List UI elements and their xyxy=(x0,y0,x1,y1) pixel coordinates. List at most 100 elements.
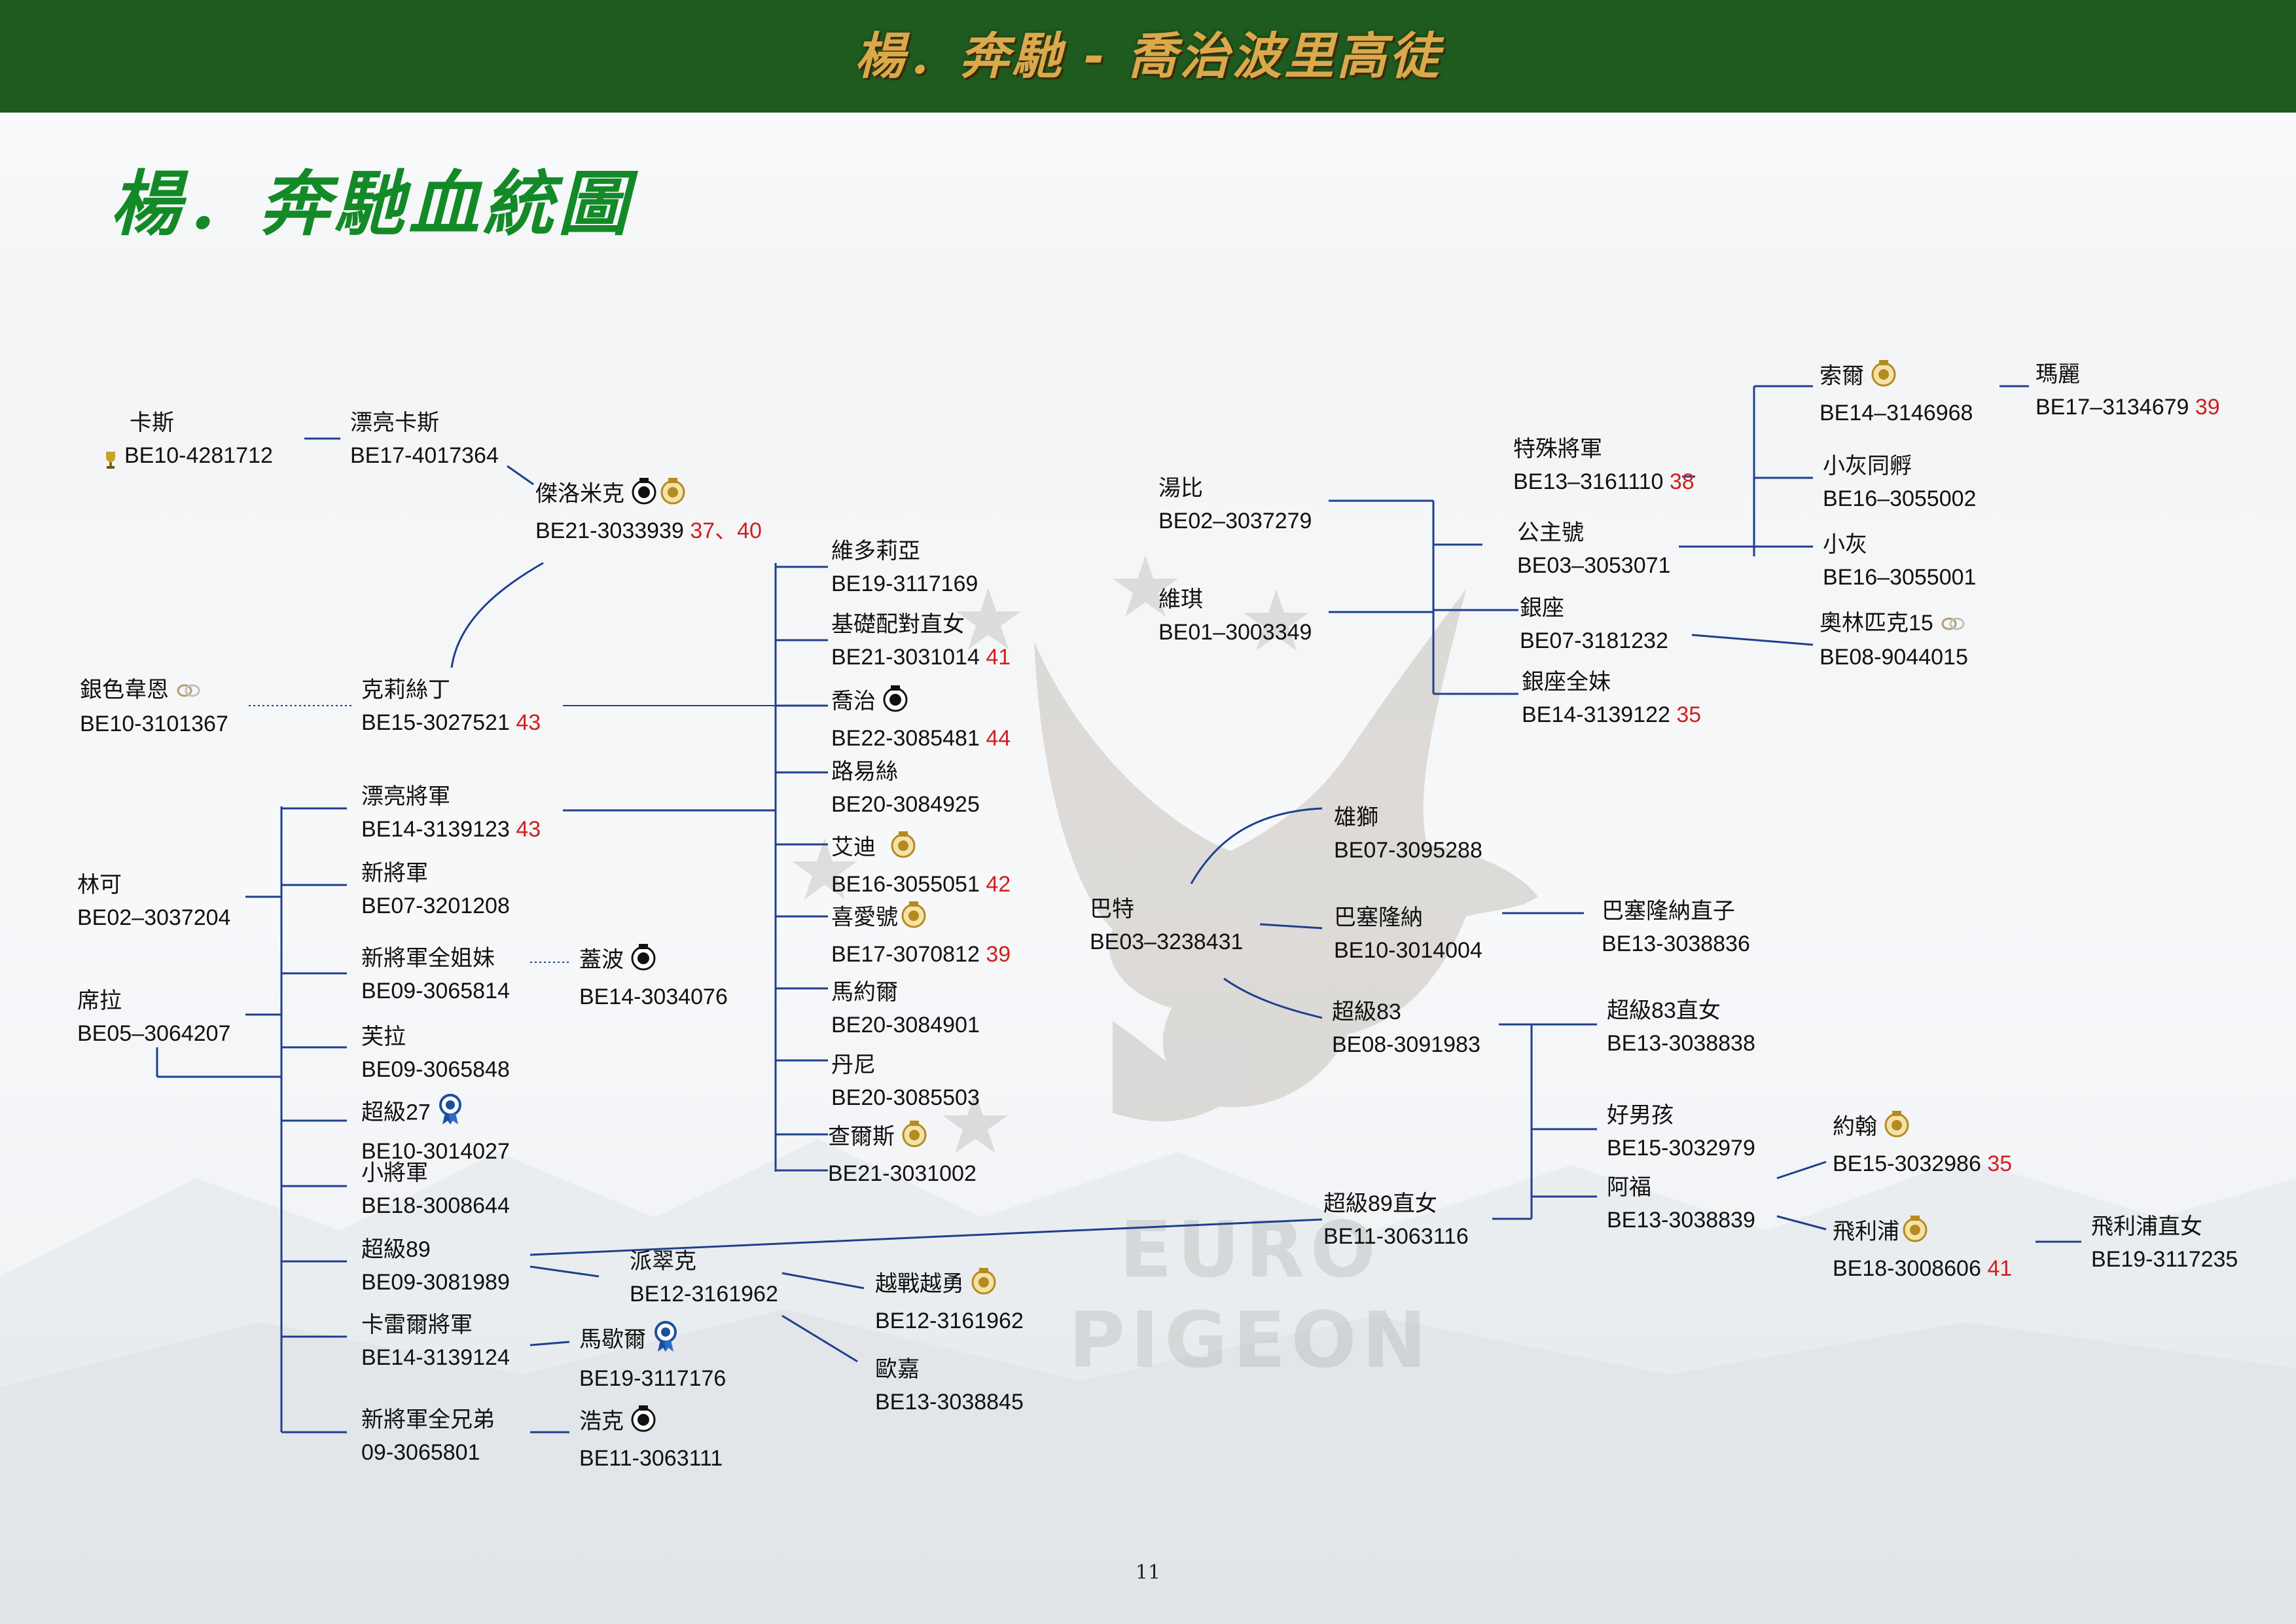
pigeon-name: 歐嘉 xyxy=(875,1357,920,1382)
pedigree-node: 艾迪 BE16-3055051 42 xyxy=(831,830,1011,900)
black-medal-icon xyxy=(630,1404,656,1441)
pedigree-node: 超級27 BE10-3014027 xyxy=(361,1093,510,1167)
pedigree-node: 林可 BE02–3037204 xyxy=(77,869,230,933)
gold-medal-icon xyxy=(890,830,916,867)
ring-number: BE12-3161962 xyxy=(875,1308,1024,1333)
ring-number: BE07-3095288 xyxy=(1334,838,1482,863)
ring-number: BE20-3085503 xyxy=(831,1085,980,1110)
ring-number: BE10-3014004 xyxy=(1334,938,1482,963)
pedigree-node: 瑪麗 BE17–3134679 39 xyxy=(2036,359,2220,423)
pigeon-name: 特殊將軍 xyxy=(1513,437,1602,461)
gold-medal-icon xyxy=(901,900,927,937)
gold-medal-icon xyxy=(1871,359,1897,396)
pigeon-name: 巴塞隆納 xyxy=(1334,905,1423,930)
pedigree-node: 馬歇爾 BE19-3117176 xyxy=(579,1320,726,1394)
ring-number: 09-3065801 xyxy=(361,1440,480,1465)
pigeon-name: 超級83 xyxy=(1332,1000,1401,1024)
pigeon-name: 路易絲 xyxy=(831,759,898,784)
pigeon-name: 新將軍 xyxy=(361,861,428,886)
ring-number: BE18-3008606 xyxy=(1833,1256,1981,1281)
pigeon-name: 卡斯 xyxy=(130,410,174,435)
pedigree-node: 超級89 BE09-3081989 xyxy=(361,1234,510,1298)
ring-number: BE15-3032979 xyxy=(1607,1136,1755,1161)
pedigree-node: 巴塞隆納 BE10-3014004 xyxy=(1334,902,1482,966)
pigeon-name: 奧林匹克15 xyxy=(1820,611,1933,636)
ring-number: BE07-3181232 xyxy=(1520,628,1668,653)
race-number: 35 xyxy=(1670,702,1702,727)
ring-number: BE09-3081989 xyxy=(361,1270,510,1295)
ring-number: BE07-3201208 xyxy=(361,893,510,918)
gold-medal-icon xyxy=(971,1267,997,1304)
pigeon-name: 艾迪 xyxy=(831,835,876,860)
black-medal-icon xyxy=(630,943,656,980)
pigeon-name: 蓋波 xyxy=(579,947,624,973)
pigeon-name: 丹尼 xyxy=(831,1053,876,1077)
ring-number: BE12-3161962 xyxy=(630,1282,778,1307)
pedigree-node: 派翠克 BE12-3161962 xyxy=(630,1246,778,1310)
pedigree-node: 維琪 BE01–3003349 xyxy=(1158,584,1312,648)
pedigree-node: 湯比 BE02–3037279 xyxy=(1158,473,1312,537)
blue-rosette-icon xyxy=(437,1093,463,1134)
black-medal-icon xyxy=(631,477,657,514)
ring-number: BE13–3161110 xyxy=(1513,469,1664,494)
pigeon-name: 超級27 xyxy=(361,1100,431,1125)
pedigree-node: 查爾斯 BE21-3031002 xyxy=(828,1119,977,1189)
pigeon-name: 瑪麗 xyxy=(2036,362,2080,387)
pedigree-node: 阿福 BE13-3038839 xyxy=(1607,1172,1755,1236)
pedigree-node: 維多莉亞 BE19-3117169 xyxy=(831,535,978,600)
race-number: 39 xyxy=(2189,395,2220,420)
ring-icon xyxy=(1940,609,1966,640)
pigeon-name: 越戰越勇 xyxy=(875,1271,964,1297)
pigeon-name: 銀座 xyxy=(1520,596,1564,621)
pedigree-node: 好男孩 BE15-3032979 xyxy=(1607,1100,1755,1164)
ring-icon xyxy=(175,676,202,707)
pigeon-name: 芙拉 xyxy=(361,1024,406,1049)
page-title: 楊．奔馳血統圖 xyxy=(110,164,633,245)
page-number: 11 xyxy=(1135,1561,1161,1584)
pedigree-node: 蓋波 BE14-3034076 xyxy=(579,943,728,1013)
ring-number: BE10-3014027 xyxy=(361,1139,510,1164)
ring-number: BE14-3139124 xyxy=(361,1345,510,1370)
pigeon-name: 超級89 xyxy=(361,1237,431,1262)
pedigree-node: 席拉 BE05–3064207 xyxy=(77,985,230,1049)
ring-number: BE10-3101367 xyxy=(80,712,228,737)
ring-number: BE14–3146968 xyxy=(1820,401,1973,425)
ring-number: BE22-3085481 xyxy=(831,726,980,751)
ring-number: BE15-3027521 xyxy=(361,710,510,735)
pigeon-name: 好男孩 xyxy=(1607,1103,1674,1128)
pedigree-node: 銀色韋恩 BE10-3101367 xyxy=(80,674,228,740)
pigeon-name: 馬約爾 xyxy=(831,980,898,1005)
ring-number: BE05–3064207 xyxy=(77,1021,231,1046)
pigeon-name: 小灰 xyxy=(1823,532,1867,557)
race-number: 44 xyxy=(979,726,1011,751)
pigeon-name: 漂亮將軍 xyxy=(361,784,450,809)
pigeon-name: 小灰同孵 xyxy=(1823,454,1912,478)
pigeon-name: 飛利浦直女 xyxy=(2091,1214,2202,1239)
pedigree-node: 巴塞隆納直子 BE13-3038836 xyxy=(1602,895,1750,960)
ring-number: BE19-3117235 xyxy=(2091,1247,2238,1272)
pigeon-name: 新將軍全兄弟 xyxy=(361,1407,495,1432)
pedigree-node: 超級89直女 BE11-3063116 xyxy=(1323,1188,1469,1252)
pedigree-node: 丹尼 BE20-3085503 xyxy=(831,1049,980,1113)
ring-number: BE08-3091983 xyxy=(1332,1032,1480,1057)
pigeon-name: 派翠克 xyxy=(630,1249,696,1274)
pedigree-node: 喜愛號 BE17-3070812 39 xyxy=(831,900,1011,970)
ring-number: BE19-3117176 xyxy=(579,1366,726,1391)
watermark-text: EURO PIGEON xyxy=(1068,1204,1432,1385)
pigeon-name: 維琪 xyxy=(1158,587,1203,612)
pigeon-name: 超級89直女 xyxy=(1323,1191,1437,1216)
pedigree-node: 小灰同孵 BE16–3055002 xyxy=(1823,450,1976,514)
pigeon-name: 維多莉亞 xyxy=(831,539,920,564)
pigeon-name: 小將軍 xyxy=(361,1161,428,1185)
pigeon-name: 浩克 xyxy=(579,1409,624,1434)
pigeon-name: 銀色韋恩 xyxy=(80,677,169,702)
pedigree-node: 歐嘉 BE13-3038845 xyxy=(875,1354,1024,1418)
pedigree-node: 路易絲 BE20-3084925 xyxy=(831,756,980,820)
pedigree-node: 新將軍全兄弟 09-3065801 xyxy=(361,1404,495,1468)
pedigree-node: 卡雷爾將軍 BE14-3139124 xyxy=(361,1309,510,1373)
header-banner xyxy=(0,0,2296,113)
pigeon-name: 基礎配對直女 xyxy=(831,612,965,637)
pigeon-name: 新將軍全姐妹 xyxy=(361,946,495,971)
pigeon-name: 席拉 xyxy=(77,988,122,1013)
